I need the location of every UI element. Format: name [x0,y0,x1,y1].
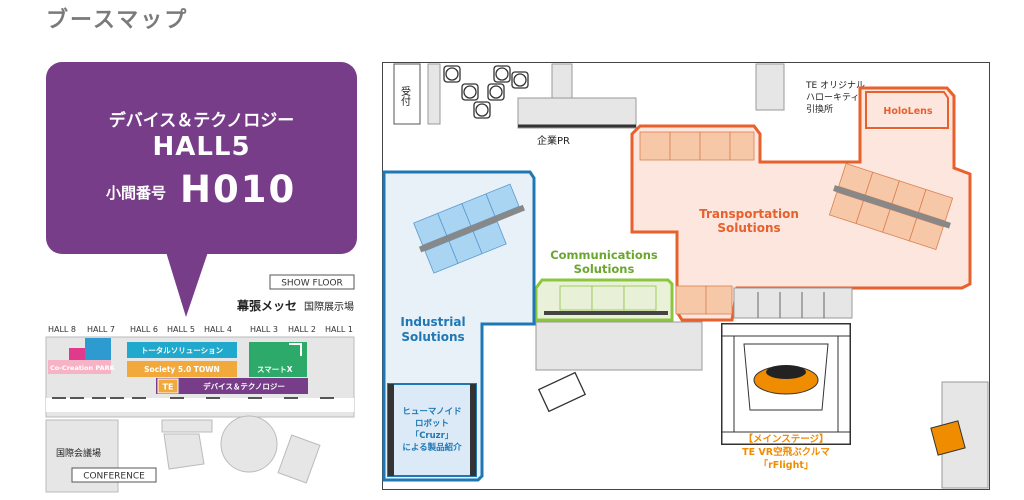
humanoid-line3: 「Cruzr」 [411,430,454,441]
reception-label: 受付 [399,86,411,107]
venue-name: 幕張メッセ [236,298,297,313]
communications-label-line2: Solutions [574,262,635,276]
hall-8-label: HALL 8 [48,325,76,334]
transportation-label-line2: Solutions [717,221,780,235]
humanoid-line2: ロボット [415,418,449,429]
booth-floor-plan: 受付 企業PR TE オリジナル ハローキティ 引換所 HoloLens [382,62,990,490]
main-stage [721,323,851,445]
te-original-line1: TE オリジナル [805,80,865,91]
venue-area: 国際展示場 [304,300,354,313]
central-block [535,321,703,371]
smart-x-label: スマートX [257,365,293,374]
conference-hall-label: 国際会議場 [56,447,101,459]
reception-desk [393,63,421,125]
hall-6-label: HALL 6 [130,325,158,334]
industrial-label-line1: Industrial [400,315,465,329]
show-floor-badge [269,274,355,290]
callout-booth-label: 小間番号 [106,184,167,202]
te-marker-label: TE [163,383,174,392]
humanoid-robot-stand [387,383,477,477]
te-original-line3: 引換所 [806,103,833,115]
humanoid-line4: による製品紹介 [402,442,462,453]
hall-7-label: HALL 7 [87,325,115,334]
society-zone [127,361,237,377]
society-label: Society 5.0 TOWN [144,365,220,374]
hololens-label: HoloLens [883,106,933,117]
hall-4-label: HALL 4 [204,325,232,334]
cocreation-park-label: Co-Creation PARK [50,364,116,372]
hololens-zone [865,91,949,129]
te-original-line2: ハローキティ [806,92,859,103]
orange-kiosk [930,420,966,456]
corporate-pr-label: 企業PR [537,134,570,147]
page-title: ブースマップ [46,8,189,33]
industrial-label-line2: Solutions [401,330,464,344]
conference-badge [71,467,157,483]
hall-1-label: HALL 1 [325,325,353,334]
conference-label: CONFERENCE [83,472,145,482]
device-tech-label: デバイス＆テクノロジー [203,381,285,391]
hall-2-label: HALL 2 [288,325,316,334]
show-floor-overview: SHOW FLOOR 幕張メッセ 国際展示場 HALL 8 HALL 7 HAL… [44,274,356,496]
humanoid-line1: ヒューマノイド [402,407,461,417]
device-tech-zone [156,378,308,394]
main-stage-line3: 「rFlight」 [759,459,814,471]
total-solution-zone [127,342,237,358]
cocreation-park-zone [48,360,111,374]
lounge-chairs [443,65,529,119]
callout-box [46,62,357,254]
hall-3-label: HALL 3 [250,325,278,334]
callout-booth-number: H010 [180,168,297,211]
smart-x-zone [249,342,307,377]
show-floor-label: SHOW FLOOR [281,279,343,289]
te-booth-marker [157,378,179,394]
callout-hall: HALL5 [152,132,251,162]
callout-category: デバイス＆テクノロジー [108,111,295,131]
callout-tail [166,252,208,317]
hall-5-label: HALL 5 [167,325,195,334]
transportation-label-line1: Transportation [699,207,799,221]
booth-callout: デバイス＆テクノロジー HALL5 小間番号 H010 [46,62,357,317]
main-stage-line1: 【メインステージ】 [743,433,828,445]
main-stage-line2: TE VR空飛ぶクルマ [742,446,830,458]
communications-label-line1: Communications [550,248,658,262]
total-solution-label: トータルソリューション [141,345,224,355]
